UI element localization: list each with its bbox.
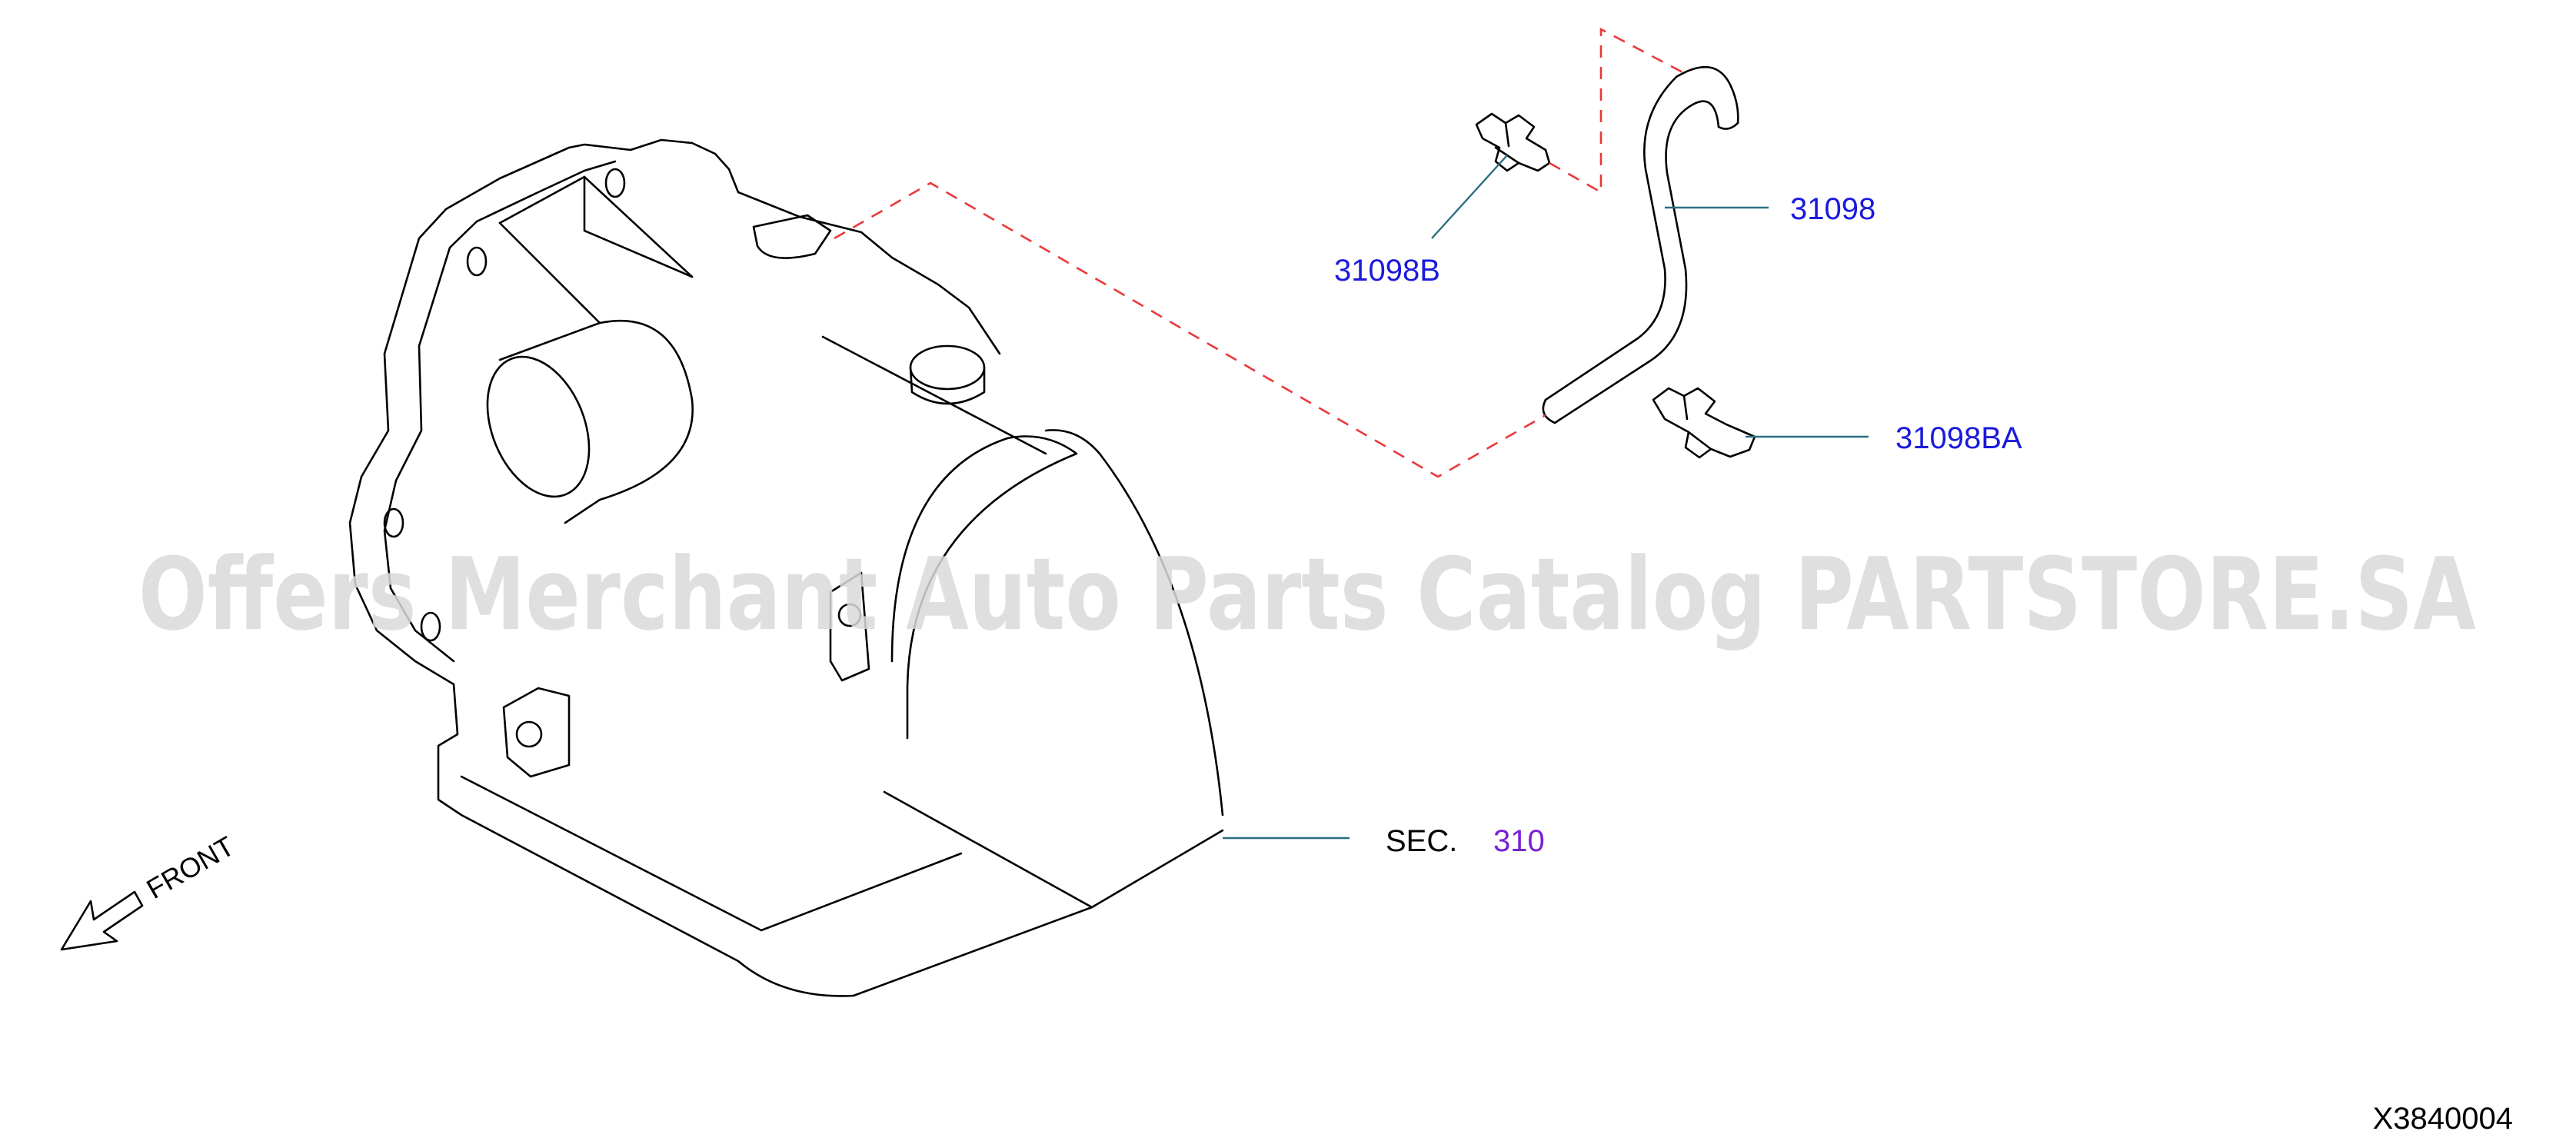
callout-31098B[interactable]: 31098B [1334, 254, 1440, 288]
transmission-assembly [348, 138, 1224, 997]
front-indicator: FRONT [60, 830, 240, 951]
clamp-lower [1652, 387, 1756, 459]
callout-31098BA[interactable]: 31098BA [1895, 421, 2022, 455]
callout-31098[interactable]: 31098 [1790, 192, 1875, 226]
clamp-upper [1475, 112, 1551, 172]
routing-dashed-lines [834, 27, 1685, 478]
breather-hose [1542, 65, 1739, 424]
section-ref-number[interactable]: 310 [1493, 824, 1545, 858]
watermark-text: Offers Merchant Auto Parts Catalog PARTS… [138, 536, 2476, 653]
section-ref-prefix: SEC. [1386, 824, 1457, 858]
reference-code: X3840004 [2373, 1102, 2513, 1136]
leader-lines [1223, 155, 1869, 840]
front-label: FRONT [141, 830, 240, 905]
arrow-icon [60, 890, 144, 951]
